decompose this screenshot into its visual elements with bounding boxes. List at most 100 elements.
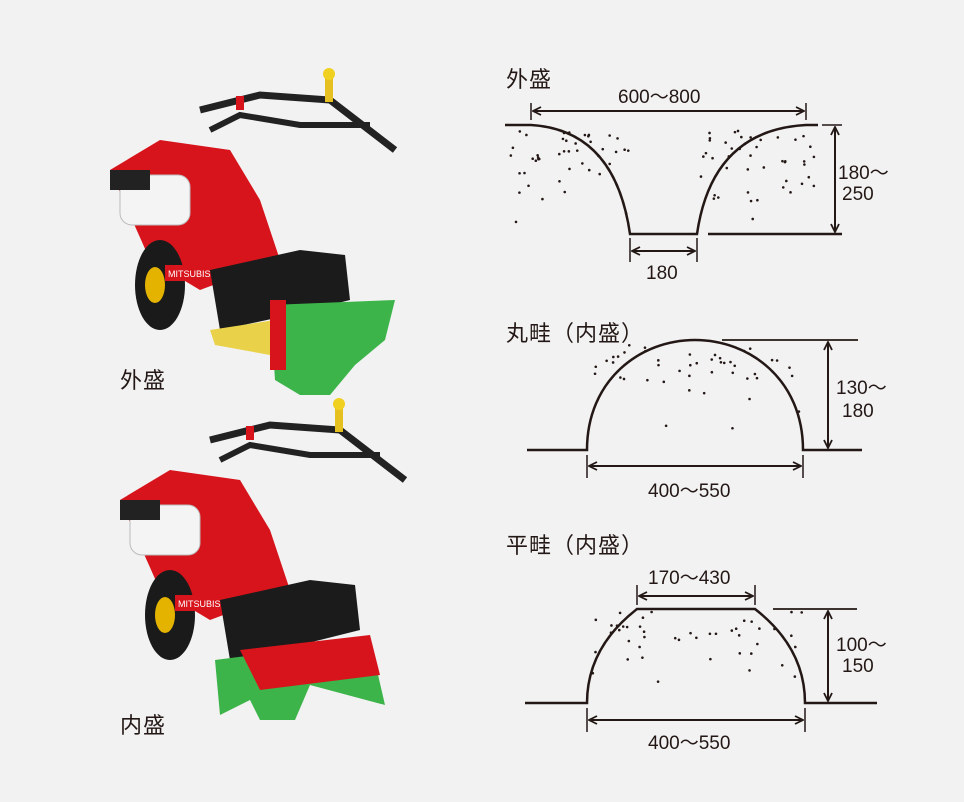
soil-dot [776, 136, 780, 139]
soil-dot [802, 134, 805, 138]
soil-dot [594, 650, 597, 654]
soil-dot [623, 351, 626, 354]
soil-dot [781, 186, 785, 189]
soil-dot [626, 149, 630, 152]
soil-dot [785, 179, 788, 183]
soil-dot [601, 147, 605, 151]
round-diagram-title: 丸畦（内盛） [506, 322, 645, 347]
soil-dot [734, 627, 738, 631]
soil-dot [688, 389, 691, 392]
flat-top-width: 170～430 [648, 568, 731, 589]
flat-diagram-title: 平畦（内盛） [506, 534, 645, 559]
soil-dot [638, 625, 642, 628]
soil-dot [713, 193, 716, 197]
soil-dot [598, 172, 601, 176]
soil-dot [746, 377, 749, 380]
outer-diagram-title: 外盛 [506, 68, 553, 93]
soil-dot [812, 155, 816, 159]
soil-dot [657, 359, 660, 362]
soil-dot [615, 624, 619, 627]
soil-dot [627, 639, 631, 643]
soil-dot [536, 153, 539, 157]
soil-dot [770, 358, 774, 362]
soil-dot [710, 358, 714, 361]
soil-dot [708, 139, 712, 142]
soil-dot [748, 669, 751, 672]
soil-dot [627, 343, 631, 347]
soil-dot [718, 356, 722, 360]
round-bottom-width: 400～550 [648, 481, 731, 502]
soil-dot [518, 130, 522, 133]
soil-dot [733, 130, 737, 134]
outer-height-2: 250 [842, 184, 874, 205]
soil-dot [664, 424, 668, 428]
soil-dot [589, 140, 592, 144]
soil-dot [689, 363, 692, 367]
soil-dot [807, 175, 811, 179]
soil-dot [803, 163, 806, 166]
soil-dot [534, 159, 538, 163]
soil-dot [574, 142, 577, 145]
soil-dot [758, 627, 761, 630]
soil-dot [714, 632, 718, 636]
soil-dot [537, 157, 540, 161]
soil-dot [643, 349, 647, 353]
soil-dot [749, 154, 752, 157]
soil-dot [688, 374, 691, 378]
soil-dot [567, 132, 570, 135]
soil-dot [616, 355, 620, 358]
soil-dot [704, 151, 708, 155]
soil-dot [623, 148, 626, 152]
machine-label-inner: 内盛 [120, 714, 167, 739]
soil-dot [662, 380, 666, 384]
soil-dot [656, 680, 660, 683]
soil-dot [748, 397, 751, 401]
soil-dot [609, 631, 613, 634]
soil-dot [625, 625, 629, 629]
soil-dot [802, 160, 806, 163]
round-height-1: 130～ [836, 378, 887, 399]
soil-dot [678, 369, 681, 373]
soil-dot [719, 360, 723, 364]
soil-dot [746, 168, 750, 171]
soil-dot [755, 145, 758, 149]
soil-dot [736, 129, 740, 133]
soil-dot [748, 347, 752, 350]
soil-dot [708, 136, 712, 140]
soil-dot [731, 426, 734, 430]
soil-dot [514, 220, 518, 224]
soil-dot [794, 138, 797, 141]
soil-dot [710, 370, 714, 374]
soil-dot [740, 135, 743, 139]
soil-dot [688, 353, 692, 356]
soil-dot [800, 182, 804, 186]
soil-dot [756, 198, 759, 202]
soil-dot [689, 631, 692, 635]
soil-dot [622, 377, 626, 381]
soil-dot [568, 167, 571, 171]
machine-label-outer: 外盛 [120, 369, 167, 394]
flat-height-2: 150 [842, 656, 874, 677]
soil-dot [563, 190, 567, 194]
soil-dot [525, 133, 528, 137]
soil-dot [702, 391, 706, 395]
soil-dot [642, 630, 646, 634]
soil-dot [581, 162, 584, 165]
soil-dot [616, 137, 619, 140]
soil-dot [611, 361, 615, 364]
soil-dot [788, 366, 791, 369]
soil-dot [610, 624, 613, 627]
soil-dot [702, 155, 705, 158]
soil-dot [594, 365, 598, 369]
soil-dot [657, 363, 660, 367]
soil-dot [749, 136, 752, 139]
soil-dot [800, 611, 804, 614]
soil-dot [695, 636, 698, 640]
soil-dot [722, 361, 726, 365]
soil-dot [621, 625, 625, 628]
soil-dot [583, 133, 587, 137]
soil-dot [638, 645, 641, 649]
soil-dot [712, 197, 716, 200]
soil-dot [646, 378, 649, 382]
